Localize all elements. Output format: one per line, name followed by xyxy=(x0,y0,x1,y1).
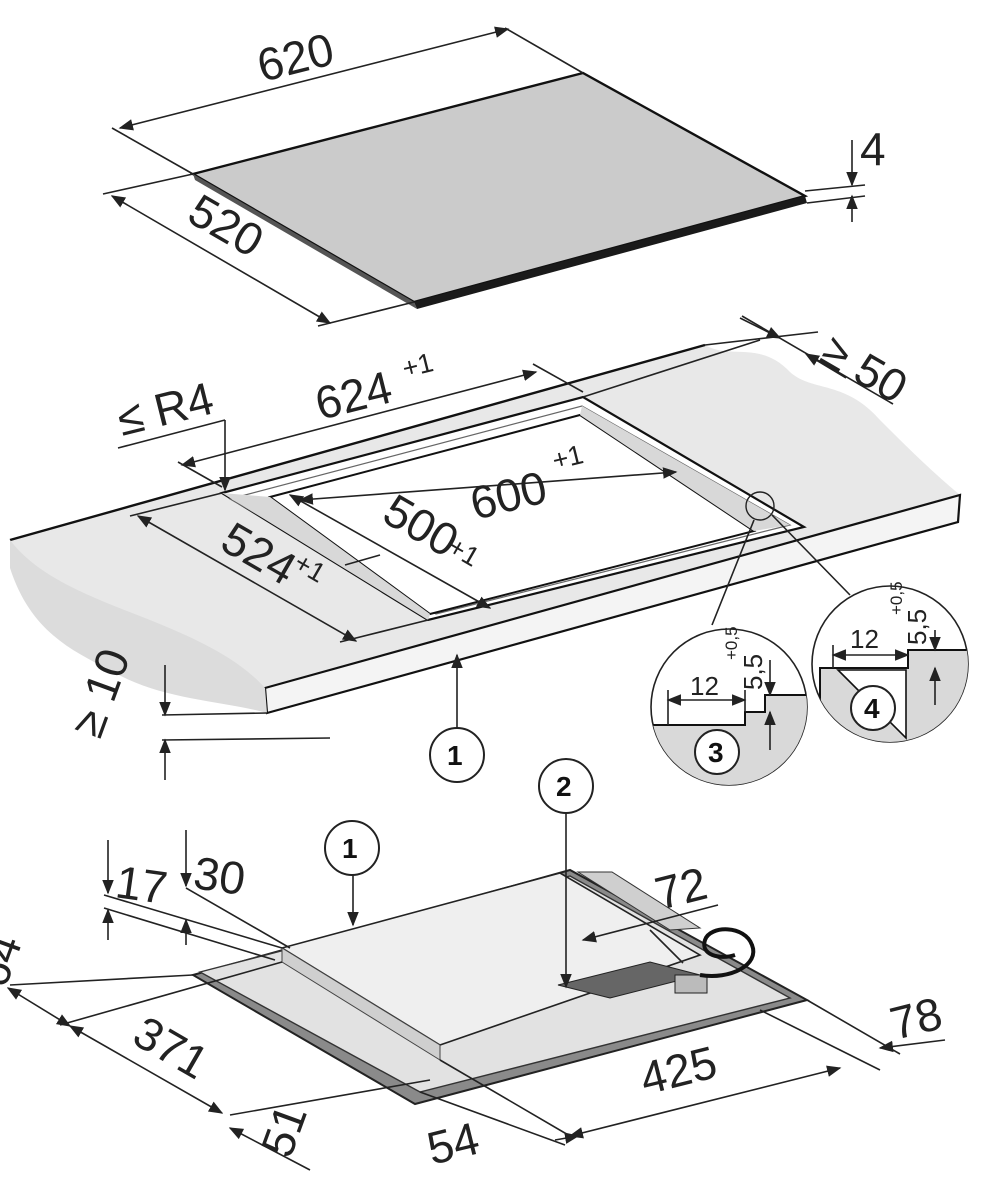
underside-51-label: 51 xyxy=(251,1098,317,1164)
detail-magnifier xyxy=(745,491,775,521)
hob-underside xyxy=(190,868,810,1106)
detail-4-depth: 5,5 xyxy=(902,609,932,645)
corner-radius-dimension: ≤ R4 xyxy=(112,372,231,492)
underside-72-dimension: 72 xyxy=(581,857,719,964)
underside-78-label: 78 xyxy=(885,987,947,1050)
worktop-thickness-label: ≥ 10 xyxy=(61,642,140,744)
callout-1-top-label: 1 xyxy=(447,740,463,771)
cutout-inner-width-tol: +1 xyxy=(549,439,586,476)
callout-2: 2 xyxy=(538,758,594,989)
detail-3-tol: +0,5 xyxy=(722,626,741,660)
underside-72-label: 72 xyxy=(650,857,712,920)
hob-panel xyxy=(189,71,809,309)
callout-1-top: 1 xyxy=(429,653,485,783)
cutout-outer-width-tol: +1 xyxy=(399,347,436,384)
detail-4-tol: +0,5 xyxy=(887,581,906,615)
corner-radius-label: ≤ R4 xyxy=(112,372,219,446)
callout-4-label: 4 xyxy=(864,693,880,724)
callout-1-bottom-label: 1 xyxy=(342,833,358,864)
detail-4-width: 12 xyxy=(850,624,879,654)
hob-thickness-label: 4 xyxy=(860,123,886,175)
underside-17-label: 17 xyxy=(113,855,171,914)
detail-3: 12 5,5 +0,5 3 xyxy=(650,626,808,786)
hob-thickness-dimension: 4 xyxy=(804,123,886,222)
underside-371-label: 371 xyxy=(125,1006,217,1089)
detail-4: 12 5,5 +0,5 4 xyxy=(811,581,969,743)
underside-54-label: 54 xyxy=(422,1112,484,1175)
underside-depth-dims: 17 30 xyxy=(102,830,291,961)
detail-3-width: 12 xyxy=(690,671,719,701)
callout-3-label: 3 xyxy=(708,737,724,768)
underside-425-label: 425 xyxy=(635,1036,722,1105)
detail-3-depth: 5,5 xyxy=(738,654,768,690)
callout-1-bottom: 1 xyxy=(324,820,380,927)
cutout-outer-width-label: 624 xyxy=(310,361,397,430)
callout-2-label: 2 xyxy=(556,771,572,802)
hob-width-label: 620 xyxy=(252,23,339,92)
underside-30-label: 30 xyxy=(191,846,249,905)
